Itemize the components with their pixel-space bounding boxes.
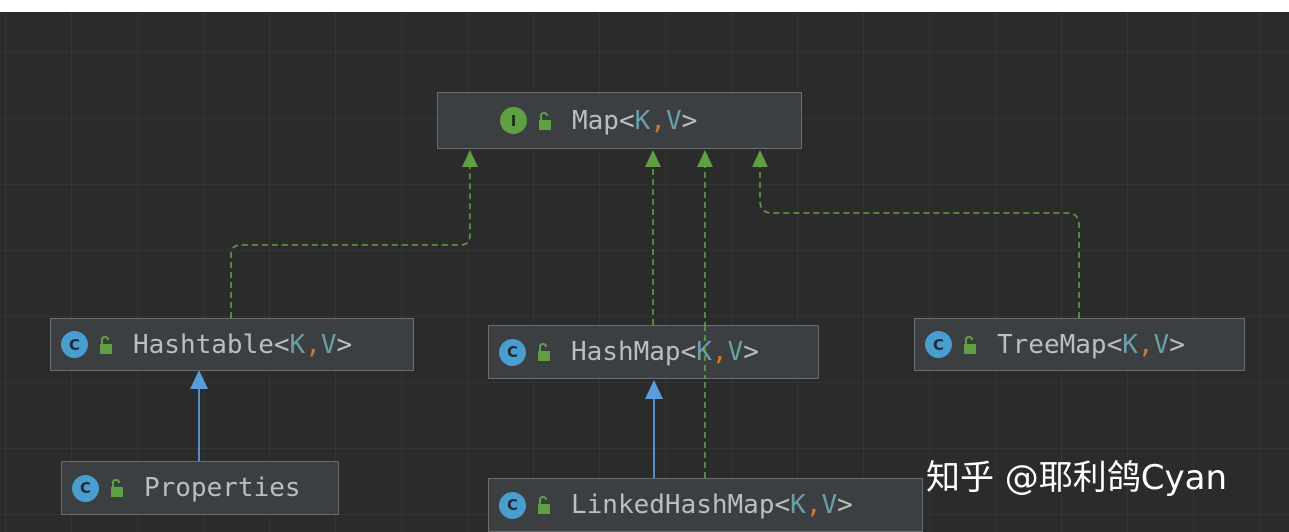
node-hashmap-lt: <	[680, 337, 697, 367]
node-treemap-name: TreeMap	[997, 329, 1107, 360]
node-map-type-k: K	[634, 105, 651, 136]
node-hashtable-type-v: V	[320, 329, 337, 360]
node-hashtable-lt: <	[273, 329, 290, 360]
node-hashtable-comma: ,	[305, 329, 321, 360]
edges-layer	[190, 150, 1080, 478]
node-map[interactable]: I Map<K, V>	[437, 92, 802, 149]
class-c-icon: C	[499, 338, 526, 366]
node-map-comma: ,	[650, 105, 666, 136]
edge-hashtable-implements-map	[230, 162, 471, 318]
edge-treemap-implements-map	[759, 162, 1080, 318]
node-linkedhashmap-lt: <	[774, 490, 791, 520]
node-map-type-v: V	[665, 105, 682, 136]
unlocked-padlock-icon	[539, 111, 551, 130]
node-hashtable-type-k: K	[289, 329, 306, 360]
watermark-text: 知乎 @耶利鸽Cyan	[926, 458, 1228, 498]
arrowhead-linkedhashmap-map	[697, 150, 713, 167]
arrowhead-properties-hashtable	[190, 370, 208, 389]
class-c-icon: C	[72, 474, 99, 502]
node-hashmap-name: HashMap	[571, 337, 681, 367]
arrowhead-linkedhashmap-hashmap	[645, 380, 663, 399]
node-treemap-comma: ,	[1137, 329, 1154, 360]
diagram-canvas: I Map<K, V> C Hashtable<K, V> C HashMap<…	[0, 12, 1289, 532]
unlocked-padlock-icon	[538, 342, 550, 361]
unlocked-padlock-icon	[100, 335, 112, 354]
node-properties-name: Properties	[144, 473, 301, 503]
interface-i-icon: I	[500, 107, 527, 134]
node-treemap-lt: <	[1106, 329, 1123, 360]
node-hashtable-name: Hashtable	[133, 329, 274, 360]
unlocked-padlock-icon	[964, 335, 976, 354]
arrowhead-treemap-map	[752, 150, 768, 167]
node-linkedhashmap-type-k: K	[790, 490, 806, 520]
node-hashmap-type-v: V	[727, 337, 744, 367]
node-linkedhashmap[interactable]: C LinkedHashMap<K, V>	[488, 478, 923, 532]
class-c-icon: C	[61, 331, 88, 358]
node-properties[interactable]: C Properties	[61, 461, 339, 515]
node-linkedhashmap-comma: ,	[805, 490, 822, 520]
arrowhead-hashtable-map	[462, 150, 478, 167]
node-map-lt: <	[618, 105, 635, 136]
node-hashmap-type-k: K	[696, 337, 712, 367]
unlocked-padlock-icon	[111, 478, 123, 497]
node-hashtable[interactable]: C Hashtable<K, V>	[50, 318, 414, 371]
arrowhead-hashmap-map	[645, 150, 661, 167]
node-treemap-type-k: K	[1122, 329, 1138, 360]
node-linkedhashmap-gt: >	[837, 490, 853, 520]
node-hashmap-gt: >	[743, 337, 759, 367]
node-treemap-gt: >	[1169, 329, 1185, 360]
class-c-icon: C	[925, 331, 952, 358]
node-hashmap[interactable]: C HashMap<K, V>	[488, 325, 819, 379]
node-hashtable-gt: >	[336, 329, 353, 360]
class-c-icon: C	[499, 491, 526, 519]
node-treemap-type-v: V	[1153, 329, 1170, 360]
node-treemap[interactable]: C TreeMap<K, V>	[914, 318, 1245, 371]
node-map-name: Map	[572, 105, 619, 136]
unlocked-padlock-icon	[538, 495, 550, 514]
node-hashmap-comma: ,	[711, 337, 728, 367]
node-linkedhashmap-type-v: V	[821, 490, 838, 520]
node-map-gt: >	[681, 105, 698, 136]
node-linkedhashmap-name: LinkedHashMap	[571, 490, 775, 520]
